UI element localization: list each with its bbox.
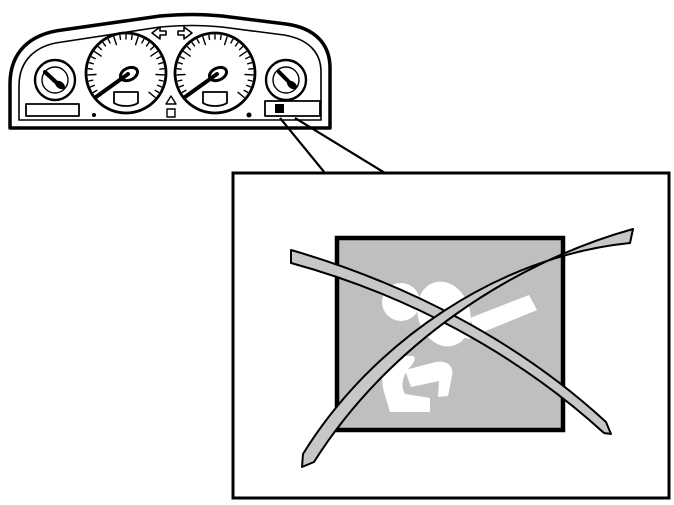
hazard-warning-icon — [165, 95, 177, 105]
right-display-strip — [264, 100, 321, 117]
dial-tick — [247, 79, 253, 82]
dial-tick — [248, 67, 254, 70]
dial-tick — [237, 91, 245, 99]
dial-tick — [223, 36, 228, 46]
dial-tick — [156, 84, 163, 88]
dial-tick — [177, 79, 183, 82]
dial-tick — [245, 84, 252, 88]
indicator-dot-left — [92, 113, 96, 117]
dial-tick — [97, 46, 103, 51]
dial-tick — [219, 34, 222, 41]
dial-tick — [134, 36, 139, 46]
dial-tick — [154, 89, 160, 94]
temperature-gauge-icon — [264, 58, 308, 102]
dial-tick — [186, 46, 192, 51]
dial-tick — [159, 67, 165, 70]
dial-tick — [181, 89, 187, 94]
dial-tick — [246, 62, 253, 65]
dial-tick — [178, 84, 185, 88]
dial-tick — [93, 50, 102, 57]
dial-tick — [176, 67, 182, 70]
dial-tick — [245, 56, 251, 60]
cluster-inner-bezel — [18, 24, 322, 121]
crossed-out-icon — [290, 228, 634, 468]
dial-tick — [102, 42, 107, 47]
dial-tick — [130, 34, 133, 41]
dial-tick — [89, 84, 96, 88]
dial-tick — [234, 42, 239, 47]
callout-connector — [279, 117, 386, 174]
dial-tick — [238, 46, 244, 51]
indicator-dot-right — [246, 112, 252, 118]
dial-tick — [179, 56, 185, 60]
trip-display-window — [202, 91, 228, 107]
fuel-gauge-icon — [33, 58, 77, 102]
dial-tick — [208, 34, 211, 41]
dial-tick — [239, 50, 248, 57]
dial-tick — [90, 56, 96, 60]
right-turn-arrow-icon — [177, 26, 193, 40]
dial-tick — [243, 89, 249, 94]
dial-tick — [177, 62, 184, 65]
dial-tick — [141, 38, 145, 44]
dial-tick — [156, 56, 162, 60]
dial-tick — [157, 62, 164, 65]
dial-tick — [88, 79, 94, 82]
odometer-window — [113, 91, 139, 107]
dial-tick — [191, 42, 196, 47]
dial-tick — [113, 36, 118, 46]
dial-tick — [202, 36, 207, 46]
dial-tick — [149, 46, 155, 51]
dial-tick — [230, 38, 234, 44]
left-turn-arrow-icon — [151, 26, 167, 40]
speedometer-icon — [84, 31, 168, 115]
speedometer-ticks — [87, 34, 165, 99]
dial-tick — [148, 91, 156, 99]
left-display-strip — [25, 103, 80, 117]
warning-lamp-square — [166, 108, 176, 118]
dial-tick — [92, 89, 98, 94]
dial-tick — [150, 50, 159, 57]
dial-tick — [158, 79, 164, 82]
airbag-warning-light — [275, 104, 284, 113]
tachometer-icon — [173, 31, 257, 115]
dial-tick — [88, 62, 95, 65]
dial-tick — [182, 50, 191, 57]
cluster-outer-housing — [8, 12, 332, 130]
dial-tick — [119, 34, 122, 41]
dial-tick — [87, 67, 93, 70]
instrument-cluster — [8, 12, 332, 130]
dial-tick — [145, 42, 150, 47]
dial-tick — [196, 38, 200, 44]
dial-tick — [107, 38, 111, 44]
